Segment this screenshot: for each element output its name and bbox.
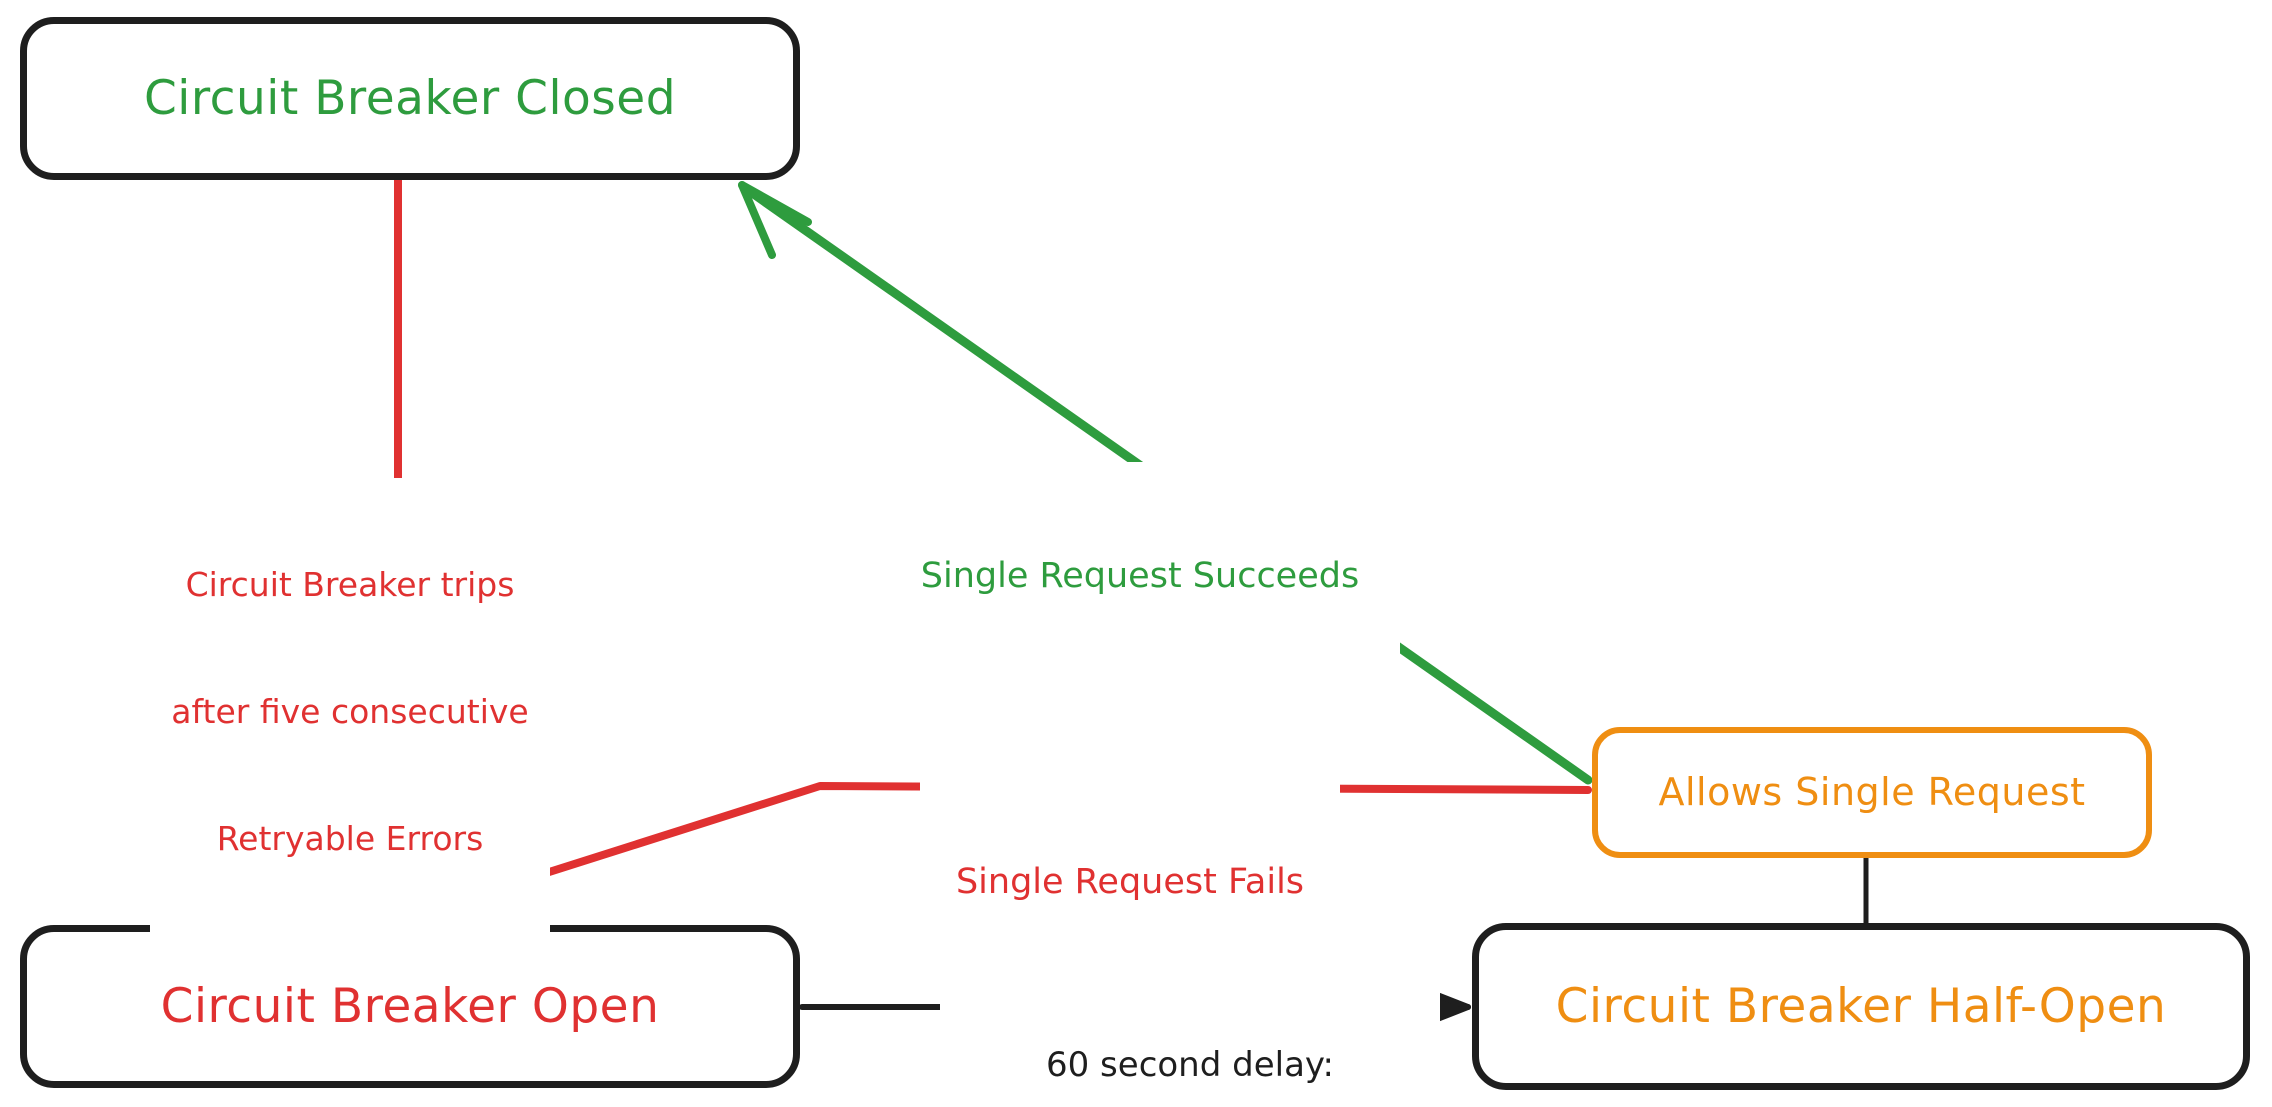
- node-allows-single-request[interactable]: Allows Single Request: [1592, 727, 2152, 858]
- edge-label-line-1: Single Request Succeeds: [920, 555, 1360, 596]
- edge-label-allows-to-closed: Single Request Succeeds: [880, 462, 1400, 690]
- node-label-allows-single-request: Allows Single Request: [1658, 769, 2086, 814]
- edge-label-line-1: Single Request Fails: [955, 861, 1305, 902]
- node-label-circuit-breaker-closed: Circuit Breaker Closed: [143, 70, 677, 126]
- node-circuit-breaker-open[interactable]: Circuit Breaker Open: [20, 925, 800, 1088]
- node-label-circuit-breaker-open: Circuit Breaker Open: [160, 978, 660, 1034]
- node-label-circuit-breaker-half-open: Circuit Breaker Half-Open: [1555, 978, 2167, 1034]
- edge-label-line-3: Retryable Errors: [216, 818, 484, 858]
- edge-label-closed-to-open: Circuit Breaker trips after five consecu…: [150, 478, 550, 947]
- edge-label-line-2: after five consecutive: [171, 692, 529, 732]
- edge-label-line-1: Circuit Breaker trips: [185, 565, 515, 605]
- edge-label-open-to-half-open: 60 second delay: No requests allowed: [940, 955, 1440, 1107]
- node-circuit-breaker-closed[interactable]: Circuit Breaker Closed: [20, 17, 800, 180]
- node-circuit-breaker-half-open[interactable]: Circuit Breaker Half-Open: [1472, 923, 2250, 1090]
- edge-label-line-1: 60 second delay:: [1045, 1045, 1335, 1086]
